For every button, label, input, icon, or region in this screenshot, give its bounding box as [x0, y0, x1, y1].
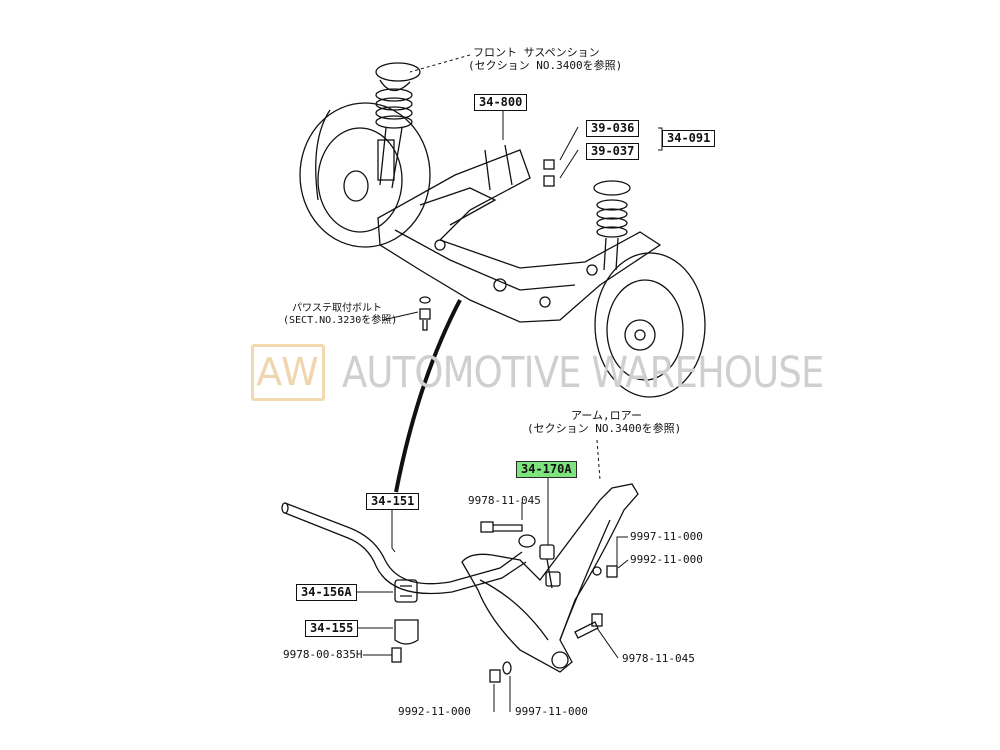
power-steering-bolt — [419, 296, 431, 331]
part-number-nut-right[interactable]: 9992-11-000 — [630, 553, 703, 566]
part-box-34-800[interactable]: 34-800 — [474, 94, 528, 111]
power-steering-ref: (SECT.NO.3230を参照) — [283, 315, 398, 326]
bolt-top — [480, 521, 536, 548]
part-number-washer-bottom[interactable]: 9997-11-000 — [515, 705, 588, 718]
crossmember-nut — [543, 159, 555, 187]
front-suspension-ref: (セクション NO.3400を参照) — [468, 59, 623, 72]
part-number-washer-right[interactable]: 9997-11-000 — [630, 530, 703, 543]
part-box-34-170a[interactable]: 34-170A — [516, 461, 577, 478]
crossmember — [377, 144, 662, 323]
lower-arm-ref: (セクション NO.3400を参照) — [527, 422, 682, 435]
nut-right — [592, 565, 618, 578]
stabilizer-link — [539, 544, 561, 589]
leader-lines — [356, 54, 672, 712]
stabilizer-bar — [281, 502, 527, 595]
part-box-34-151[interactable]: 34-151 — [366, 493, 420, 510]
left-strut — [375, 62, 421, 189]
part-number-nut-bottom[interactable]: 9992-11-000 — [398, 705, 471, 718]
right-wheel — [594, 252, 706, 398]
part-number-bolt-top[interactable]: 9978-11-045 — [468, 494, 541, 507]
watermark-text: AUTOMOTIVE WAREHOUSE — [342, 348, 824, 398]
part-number-bolt-right[interactable]: 9978-11-045 — [622, 652, 695, 665]
part-box-39-037[interactable]: 39-037 — [586, 143, 640, 160]
bolt-right — [574, 613, 603, 639]
watermark-logo: AW — [251, 344, 325, 401]
stabilizer-bracket — [391, 619, 419, 663]
left-wheel — [299, 102, 431, 248]
stabilizer-bushing — [394, 579, 418, 603]
power-steering-note: パワステ取付ボルト — [292, 303, 382, 314]
nut-bottom — [489, 661, 512, 683]
front-suspension-note: フロント サスペンション — [473, 46, 600, 59]
part-box-39-036[interactable]: 39-036 — [586, 120, 640, 137]
part-number-bracket-bolt[interactable]: 9978-00-835H — [283, 648, 363, 661]
lower-arm-note: アーム,ロアー — [571, 409, 642, 422]
part-box-34-091[interactable]: 34-091 — [662, 130, 716, 147]
pointer-curve — [394, 299, 462, 493]
part-box-34-155[interactable]: 34-155 — [305, 620, 359, 637]
lower-arm — [461, 483, 639, 673]
part-box-34-156a[interactable]: 34-156A — [296, 584, 357, 601]
right-strut — [593, 180, 631, 271]
